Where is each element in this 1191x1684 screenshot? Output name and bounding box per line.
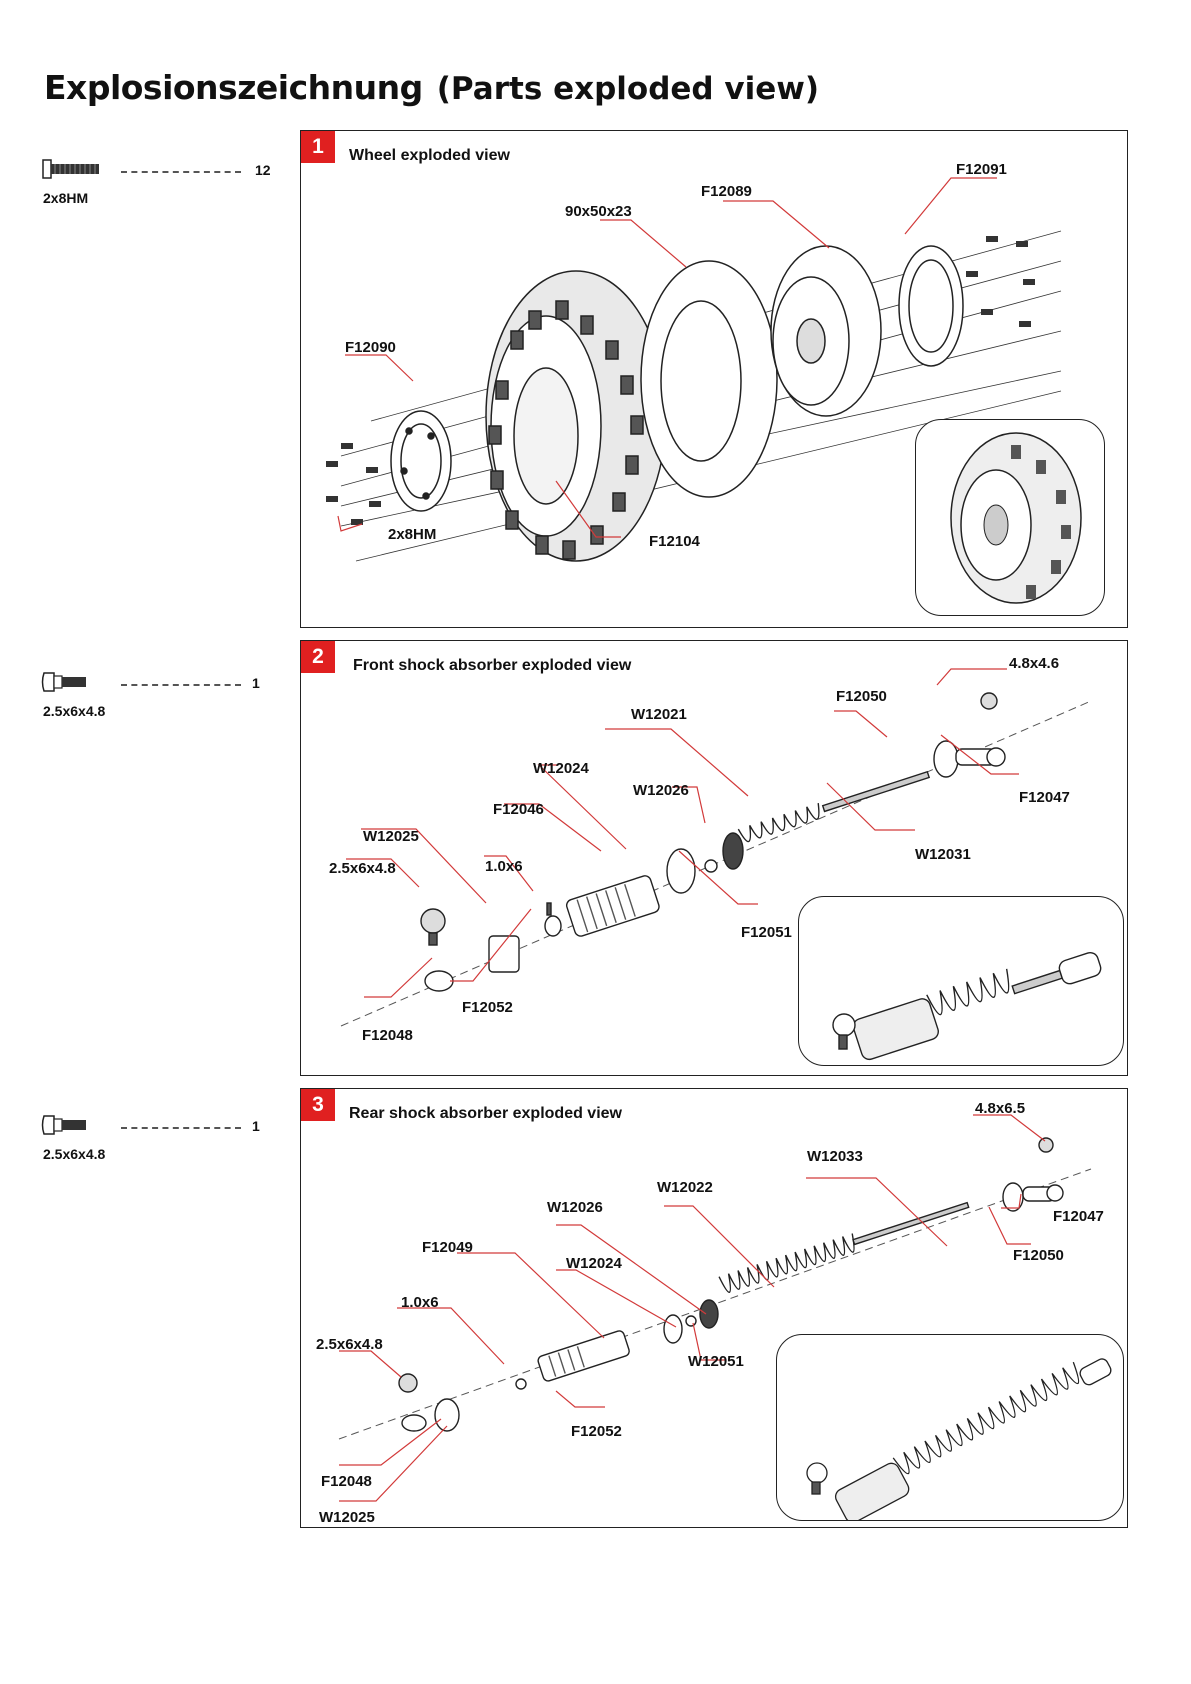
panel-title: Wheel exploded view <box>349 147 510 164</box>
part-label: 4.8x4.6 <box>1009 655 1060 672</box>
part-label: F12051 <box>741 924 792 941</box>
panel-rear-shock: 3 Rear shock absorber exploded view <box>300 1088 1128 1528</box>
part-label: 1.0x6 <box>401 1294 439 1311</box>
hardware-code: 2x8HM <box>43 190 89 206</box>
screw-icon <box>41 1115 86 1135</box>
part-label: F12091 <box>956 161 1007 178</box>
part-label: 1.0x6 <box>485 858 523 875</box>
front-shock-exploded-drawing <box>340 668 1092 1027</box>
part-label: 2.5x6x4.8 <box>329 860 396 877</box>
title-english: (Parts exploded view) <box>436 71 820 107</box>
dashed-leader <box>121 1127 241 1129</box>
part-label: W12026 <box>633 782 689 799</box>
part-label: W12022 <box>657 1179 713 1196</box>
hardware-item-screw-2x8hm: 12 2x8HM <box>40 154 280 214</box>
part-label: F12048 <box>362 1027 413 1044</box>
panel-number-badge: 3 <box>301 1089 335 1121</box>
tire <box>485 270 667 562</box>
hardware-item-screw-2-5x6x4-8-rear: 1 2.5x6x4.8 <box>40 1110 280 1170</box>
part-label: F12052 <box>571 1423 622 1440</box>
part-label: W12024 <box>533 760 589 777</box>
part-label: 4.8x6.5 <box>975 1100 1026 1117</box>
part-label: F12050 <box>836 688 887 705</box>
part-label: F12049 <box>422 1239 473 1256</box>
part-label: 90x50x23 <box>565 203 632 220</box>
part-label: F12089 <box>701 183 752 200</box>
part-label: W12033 <box>807 1148 863 1165</box>
assembled-wheel-inset <box>915 419 1105 616</box>
assembled-wheel-illustration <box>950 432 1082 604</box>
screw-icon <box>41 672 86 692</box>
rim <box>770 245 882 417</box>
assembled-rear-shock-inset <box>776 1334 1124 1523</box>
beadlock-ring-left <box>390 410 452 512</box>
panel-number-badge: 1 <box>301 131 335 163</box>
panel-wheel: 1 Wheel exploded view <box>300 130 1128 628</box>
panel-title: Front shock absorber exploded view <box>353 657 632 674</box>
foam-insert <box>640 260 778 498</box>
part-label: W12051 <box>688 1353 744 1370</box>
hardware-qty: 1 <box>252 675 260 691</box>
part-label: W12025 <box>363 828 419 845</box>
hardware-code: 2.5x6x4.8 <box>43 703 106 719</box>
title-german: Explosionszeichnung <box>44 68 423 107</box>
screw-icon <box>42 159 99 179</box>
hardware-item-screw-2-5x6x4-8-front: 1 2.5x6x4.8 <box>40 667 280 727</box>
rear-shock-exploded-drawing <box>338 1114 1092 1502</box>
part-label: F12048 <box>321 1473 372 1490</box>
hardware-qty: 1 <box>252 1118 260 1134</box>
part-label: W12024 <box>566 1255 622 1272</box>
part-label: W12021 <box>631 706 687 723</box>
part-label: 2.5x6x4.8 <box>316 1336 383 1353</box>
part-label: F12047 <box>1053 1208 1104 1225</box>
hardware-code: 2.5x6x4.8 <box>43 1146 106 1162</box>
part-label: F12047 <box>1019 789 1070 806</box>
part-label: F12052 <box>462 999 513 1016</box>
part-label: F12104 <box>649 533 700 550</box>
part-label: F12046 <box>493 801 544 818</box>
panel-title: Rear shock absorber exploded view <box>349 1105 622 1122</box>
assembled-front-shock-inset <box>798 896 1124 1066</box>
part-label: W12025 <box>319 1509 375 1526</box>
part-label: F12090 <box>345 339 396 356</box>
part-label: W12031 <box>915 846 971 863</box>
part-label: W12026 <box>547 1199 603 1216</box>
part-label: 2x8HM <box>388 526 437 543</box>
dashed-leader <box>121 171 241 173</box>
dashed-leader <box>121 684 241 686</box>
beadlock-ring-right <box>898 245 964 367</box>
assembled-rear-shock-illustration <box>806 1358 1112 1523</box>
panel-number-badge: 2 <box>301 641 335 673</box>
assembled-front-shock-illustration <box>832 951 1102 1061</box>
part-label: F12050 <box>1013 1247 1064 1264</box>
hardware-qty: 12 <box>255 162 271 178</box>
page-title: Explosionszeichnung (Parts exploded view) <box>44 68 819 107</box>
wheel-exploded-drawing <box>326 177 1062 562</box>
panel-front-shock: 2 Front shock absorber exploded view <box>300 640 1128 1076</box>
